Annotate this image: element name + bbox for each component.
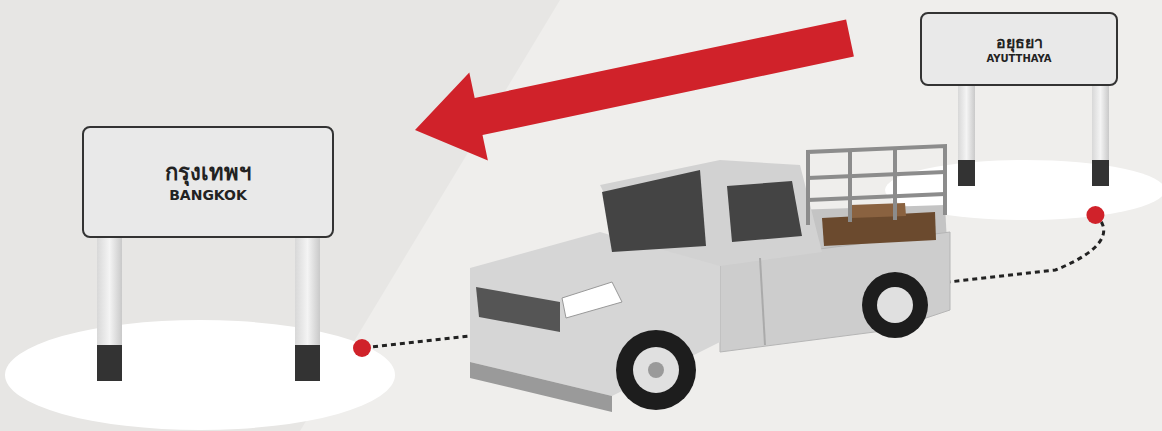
sign-posts bbox=[958, 160, 975, 186]
sign-board: อยุธยาAYUTTHAYA bbox=[920, 12, 1118, 86]
sign-posts bbox=[97, 238, 122, 348]
cargo-rack bbox=[808, 194, 945, 200]
truck-body bbox=[727, 181, 802, 242]
place-sign: อยุธยาAYUTTHAYA bbox=[920, 12, 1118, 215]
truck-body bbox=[476, 287, 560, 332]
place-name-latin: BANGKOK bbox=[169, 187, 247, 204]
sign-posts bbox=[97, 345, 122, 381]
truck-body bbox=[760, 258, 765, 345]
cargo-rack bbox=[848, 150, 852, 222]
truck-body bbox=[600, 160, 822, 266]
sign-board: กรุงเทพฯBANGKOK bbox=[82, 126, 334, 238]
sign-posts bbox=[1092, 160, 1109, 186]
truck-body bbox=[470, 160, 950, 412]
sign-posts bbox=[295, 345, 320, 381]
sign-posts bbox=[295, 238, 320, 348]
sign-posts bbox=[958, 86, 975, 164]
cargo-rack bbox=[808, 146, 945, 225]
place-name: กรุงเทพฯ bbox=[165, 160, 251, 186]
place-sign: กรุงเทพฯBANGKOK bbox=[82, 126, 362, 348]
cargo-rack bbox=[808, 172, 945, 178]
wheels bbox=[862, 272, 928, 338]
wheels bbox=[616, 330, 696, 410]
truck-body bbox=[470, 362, 612, 412]
wheels bbox=[877, 287, 913, 323]
wheels bbox=[648, 362, 664, 378]
wheels bbox=[633, 347, 679, 393]
place-name-latin: AYUTTHAYA bbox=[986, 53, 1051, 65]
sign-ground bbox=[5, 320, 395, 430]
route-dot bbox=[353, 339, 371, 357]
cargo bbox=[850, 203, 906, 218]
cargo bbox=[822, 203, 936, 246]
direction-arrow bbox=[415, 19, 854, 160]
cargo-rack bbox=[893, 148, 897, 220]
truck-body bbox=[562, 282, 622, 318]
cargo-rack bbox=[808, 146, 945, 225]
cargo bbox=[822, 212, 936, 246]
sign-posts bbox=[1092, 86, 1109, 164]
place-name: อยุธยา bbox=[996, 33, 1043, 52]
wheels bbox=[616, 272, 928, 410]
route-dot bbox=[1086, 206, 1104, 224]
truck-body bbox=[602, 170, 706, 252]
